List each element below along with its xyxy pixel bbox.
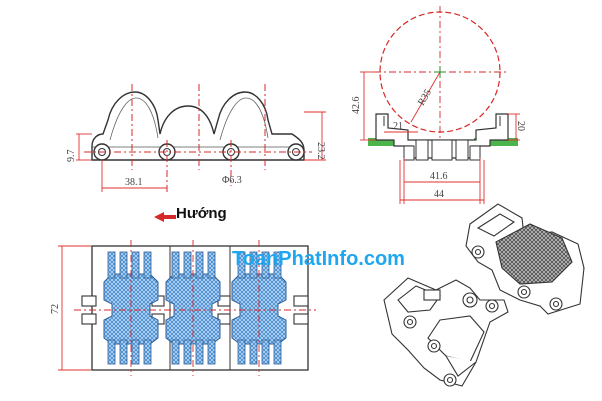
side-view: 38.1 Φ6.3 23.2 9.7 [66, 84, 326, 192]
width-small-label: 41.6 [430, 171, 448, 182]
watermark: ToanPhatInfo.com [232, 248, 405, 270]
end-view: R35 42.6 [351, 6, 526, 204]
width-label: 44 [434, 189, 444, 200]
direction-arrow-icon [154, 212, 176, 222]
rail [368, 138, 404, 146]
inner-width-label: 21 [393, 121, 403, 132]
offset-dimension-label: 9.7 [66, 150, 77, 163]
mesh-pad [103, 273, 159, 345]
direction-label: Hướng [176, 205, 227, 222]
isometric-view [383, 203, 585, 387]
pin-diameter-label: Φ6.3 [222, 175, 242, 186]
rail [474, 138, 518, 146]
mesh-pad [165, 273, 221, 345]
top-view: 72 [50, 240, 316, 376]
direction-indicator: Hướng [154, 205, 227, 222]
mesh-pad [231, 273, 287, 345]
height-dimension-label: 23.2 [315, 142, 326, 160]
radius-label: R35 [416, 88, 434, 108]
chain-width-label: 72 [50, 304, 61, 314]
end-height-label: 42.6 [351, 97, 362, 115]
depth-label: 20 [515, 121, 526, 131]
pitch-dimension-label: 38.1 [125, 177, 143, 188]
